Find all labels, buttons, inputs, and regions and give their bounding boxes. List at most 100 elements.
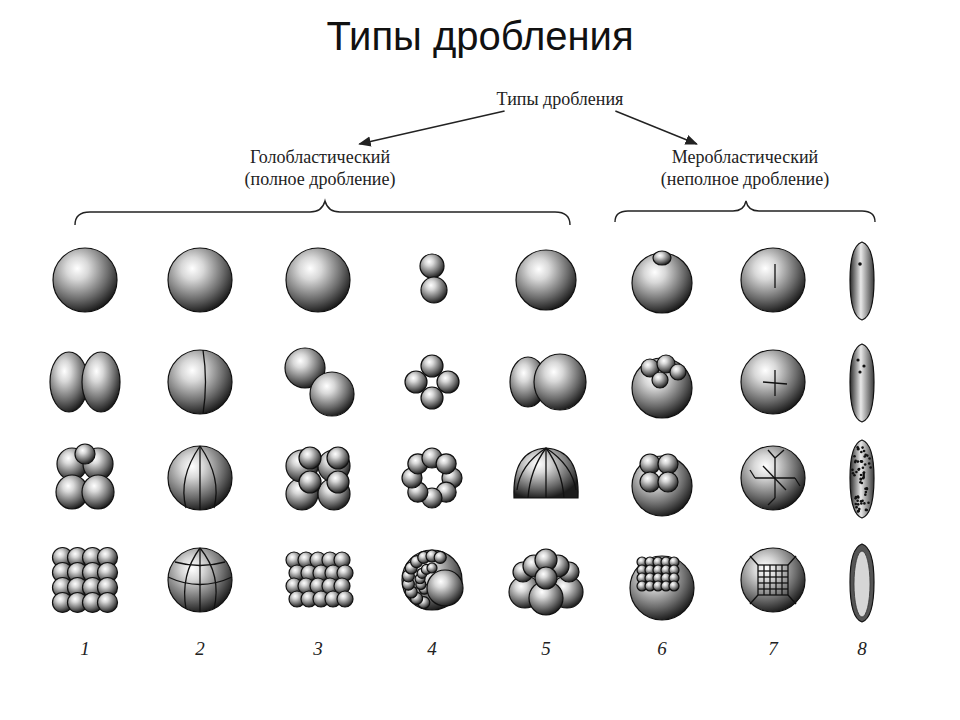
embryo-cell — [310, 372, 354, 416]
callout-number: 3 — [298, 638, 338, 660]
cleavage-furrow — [775, 565, 776, 595]
cleavage-furrow — [750, 470, 755, 478]
nucleus-dot — [862, 476, 865, 479]
cleavage-furrow — [758, 594, 788, 595]
nucleus-dot — [861, 500, 864, 503]
nucleus-dot — [864, 493, 867, 496]
brace — [75, 201, 570, 225]
nucleus-dot — [856, 500, 859, 503]
embryo-cell — [168, 446, 232, 510]
arrow-connector — [615, 111, 696, 144]
nucleus-dot — [865, 509, 868, 512]
cleavage-furrow — [768, 450, 775, 458]
cleavage-furrow — [768, 498, 775, 505]
nucleus-dot — [857, 503, 860, 506]
brace — [615, 201, 875, 222]
nucleus-dot — [866, 488, 869, 491]
embryo-cell — [327, 471, 349, 493]
nucleus-dot — [860, 451, 863, 454]
cleavage-furrow — [545, 448, 546, 498]
nucleus-dot — [861, 460, 864, 463]
nucleus-dot — [858, 370, 861, 373]
callout-number: 6 — [642, 638, 682, 660]
arrow-connector — [359, 111, 504, 144]
nucleus-dot — [856, 446, 859, 449]
cleavage-furrow — [546, 448, 576, 490]
nucleus-dot — [865, 509, 868, 512]
embryo-cell — [82, 352, 120, 412]
nucleus-dot — [860, 460, 863, 463]
nucleus-dot — [855, 471, 858, 474]
cleavage-furrow — [774, 264, 775, 288]
embryo-cell — [299, 471, 321, 493]
insect-egg — [850, 440, 874, 518]
embryo-cell — [421, 387, 443, 409]
cleavage-furrow — [184, 446, 200, 508]
nucleus-dot — [860, 474, 863, 477]
embryo-cell — [427, 563, 437, 573]
nucleus-dot — [868, 457, 871, 460]
embryo-cell — [640, 472, 660, 492]
nucleus-dot — [869, 466, 872, 469]
nucleus-dot — [864, 463, 867, 466]
nucleus-dot — [854, 497, 857, 500]
callout-number: 7 — [753, 638, 793, 660]
embryo-cell — [535, 567, 557, 589]
yolk-region — [854, 551, 870, 617]
embryo-cell — [670, 364, 686, 380]
embryo-cell — [427, 570, 463, 606]
nucleus-dot — [851, 468, 854, 471]
nucleus-dot — [861, 446, 864, 449]
nucleus-dot — [858, 508, 861, 511]
cleavage-furrow — [781, 565, 782, 595]
cleavage-furrow — [175, 562, 225, 566]
embryo-cell — [658, 454, 678, 474]
cleavage-furrow — [203, 350, 206, 414]
embryo-cell — [534, 354, 586, 410]
nucleus-dot — [863, 502, 866, 505]
nucleus-dot — [857, 496, 860, 499]
embryo-cell — [514, 448, 578, 498]
embryo-cell — [53, 248, 117, 312]
embryo-cell — [421, 277, 447, 303]
nucleus-dot — [866, 454, 869, 457]
text-node: Меробластический(неполное дробление) — [657, 146, 833, 190]
nucleus-dot — [865, 487, 868, 490]
embryo-cell — [286, 248, 350, 312]
nucleus-dot — [865, 491, 868, 494]
insect-egg — [850, 344, 874, 422]
embryo-cell — [337, 591, 353, 607]
embryo-cell — [168, 548, 232, 612]
text-node: Типы дробления — [493, 88, 628, 110]
node-heading: Голобластический — [241, 146, 400, 168]
node-heading: Типы дробления — [493, 88, 628, 110]
cleavage-furrow — [769, 565, 770, 595]
callout-number: 1 — [65, 638, 105, 660]
embryo-cell — [420, 254, 444, 278]
nucleus-dot — [863, 471, 866, 474]
cleavage-furrow — [763, 382, 787, 384]
cleavage-furrow — [185, 548, 200, 609]
insect-egg — [850, 242, 874, 320]
nucleus-dot — [860, 502, 863, 505]
embryo-cell — [98, 593, 118, 613]
embryo-cell — [669, 581, 679, 591]
cleavage-furrow — [788, 556, 796, 565]
cleavage-furrow — [763, 466, 786, 490]
nucleus-dot — [859, 481, 862, 484]
cleavage-furrow — [787, 565, 788, 595]
embryo-cell — [327, 447, 349, 469]
embryo-cell — [402, 550, 462, 610]
nucleus-dot — [858, 262, 862, 266]
nucleus-dot — [868, 462, 871, 465]
nucleus-dot — [857, 460, 860, 463]
node-subtext: (полное дробление) — [241, 168, 400, 190]
callout-number: 4 — [412, 638, 452, 660]
embryo-cell — [741, 248, 805, 312]
cleavage-furrow — [758, 588, 788, 589]
embryo-cell — [516, 250, 576, 310]
nucleus-dot — [852, 472, 855, 475]
cleavage-furrow — [758, 582, 788, 583]
